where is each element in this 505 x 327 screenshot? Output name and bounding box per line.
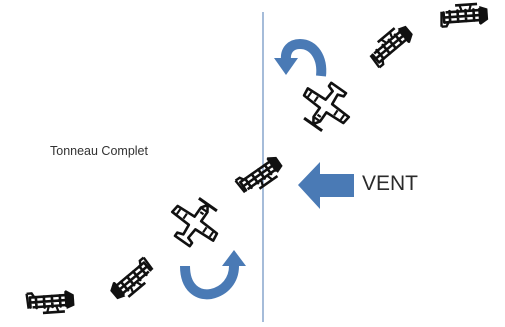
- rotation-arrow-top-icon: [274, 38, 327, 77]
- wind-arrow-icon: [298, 162, 354, 209]
- maneuver-caption: Tonneau Complet: [50, 144, 148, 158]
- airplane-top-icon: [160, 187, 231, 257]
- airplane-side-icon: [438, 0, 490, 30]
- airplane-side-icon: [364, 19, 418, 70]
- airplane-side-icon: [233, 151, 288, 200]
- airplane-top-icon: [290, 72, 361, 142]
- wind-label: VENT: [362, 172, 419, 195]
- airplane-side-icon: [25, 288, 77, 317]
- airplane-side-icon: [105, 255, 159, 306]
- rotation-arrow-bottom-icon: [180, 250, 246, 300]
